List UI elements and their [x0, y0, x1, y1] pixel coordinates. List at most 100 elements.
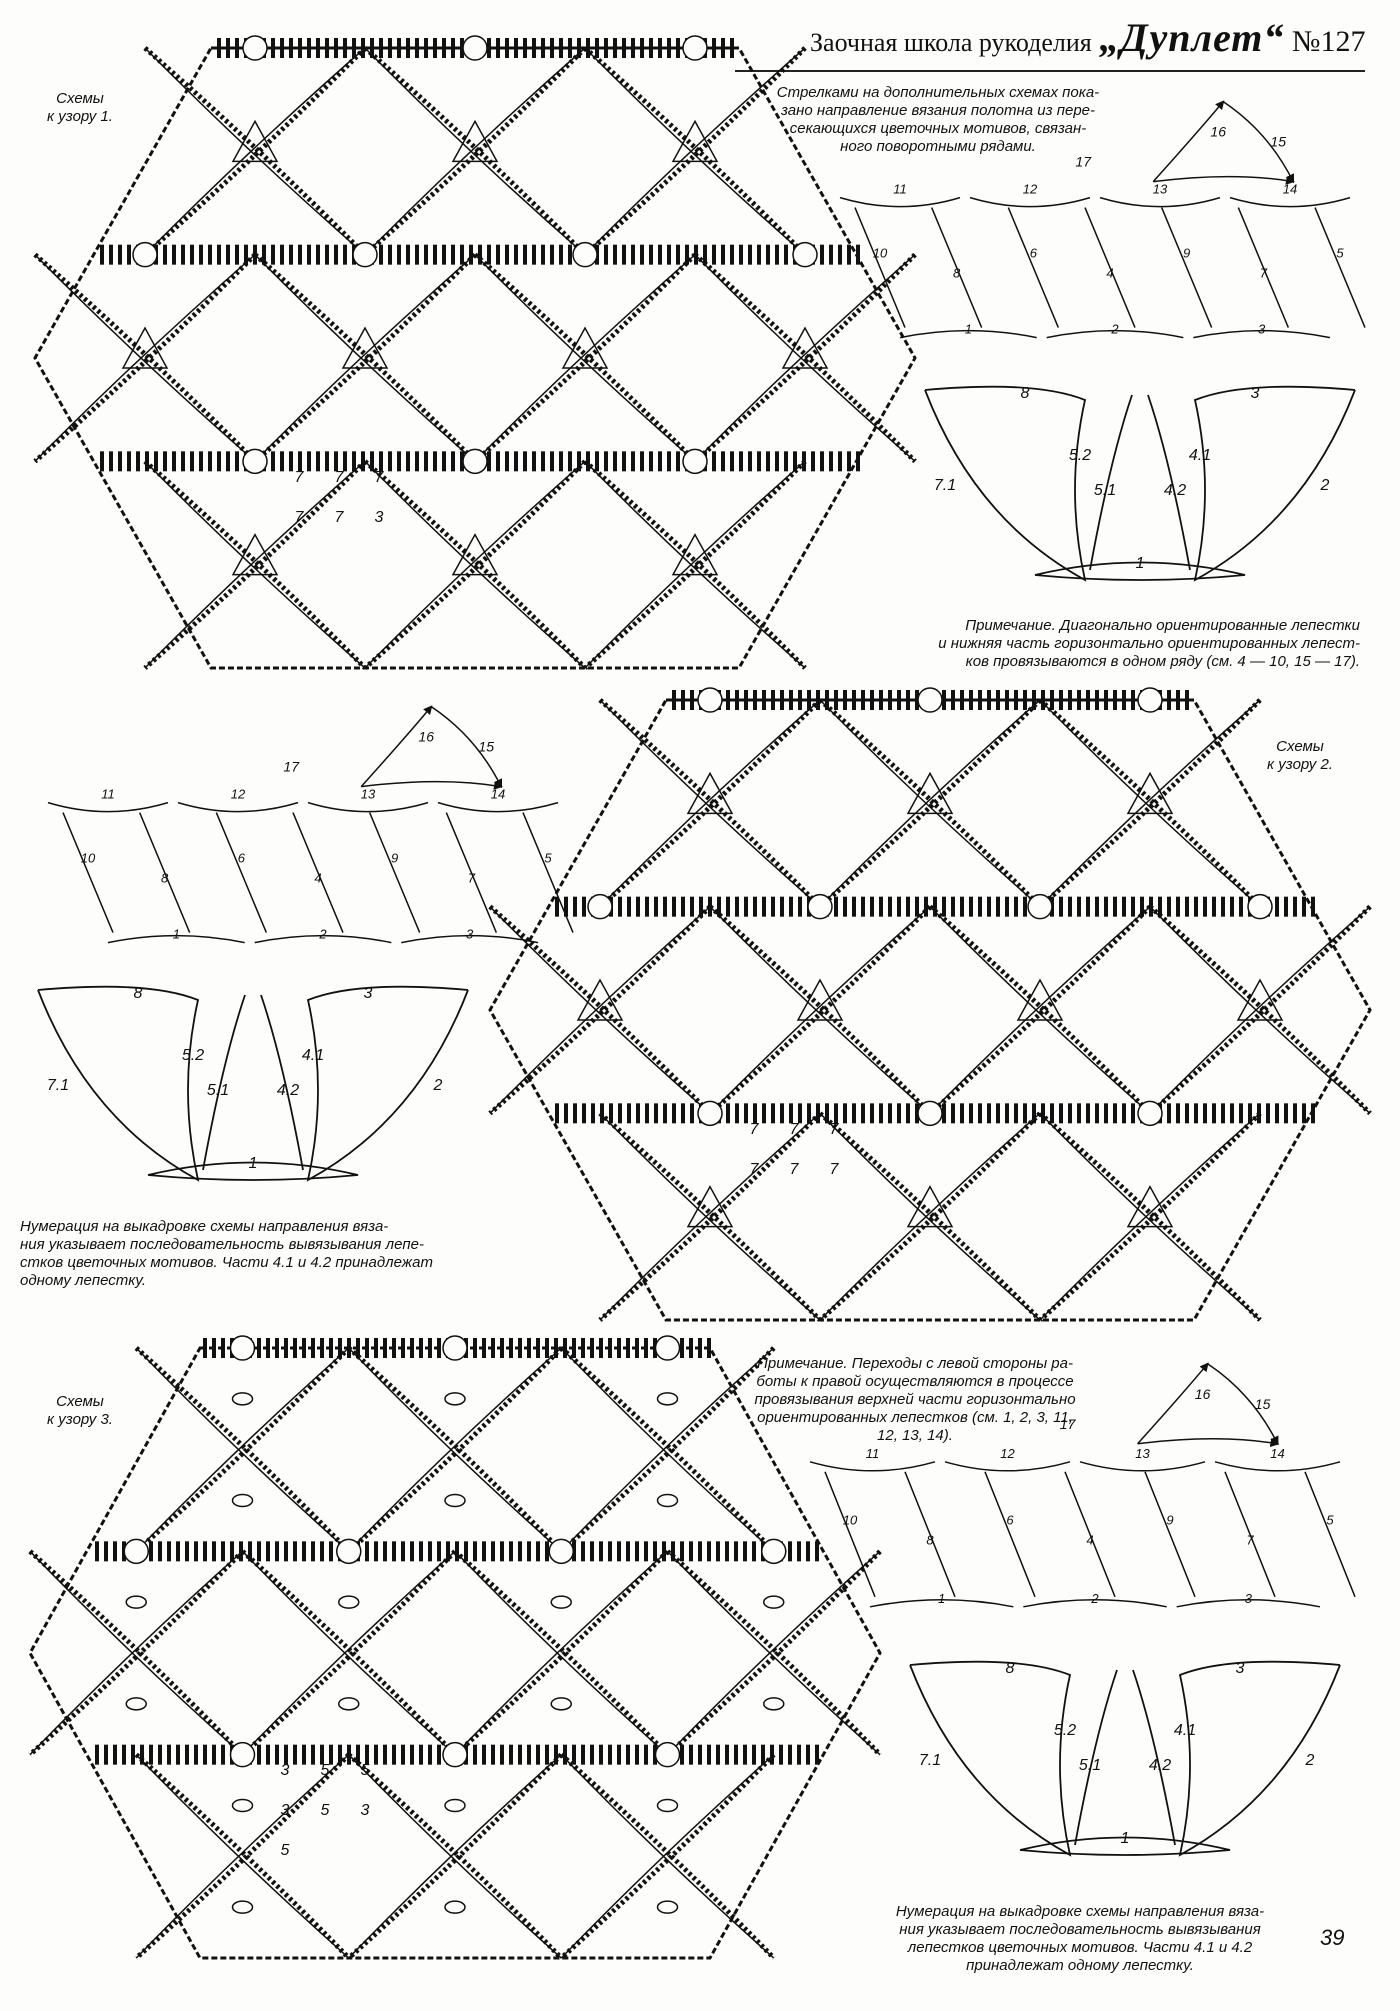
stitch-mark	[356, 1744, 360, 1765]
stitch-mark	[635, 1338, 639, 1358]
stitch-mark	[1284, 896, 1288, 917]
stitch-mark	[595, 38, 599, 58]
petal-stitches	[708, 904, 932, 1116]
stitch-mark	[325, 451, 329, 472]
diagram-label: 7	[468, 871, 476, 886]
diagram-label: 6	[1030, 246, 1038, 261]
triangle-motif	[686, 771, 734, 815]
stitch-mark	[604, 38, 608, 58]
stitch-mark	[307, 38, 311, 58]
stitch-mark	[509, 1744, 513, 1765]
leaf-motif	[444, 1900, 466, 1914]
petal-outline	[694, 254, 916, 462]
stitch-mark	[676, 38, 680, 58]
stitch-mark	[645, 896, 649, 917]
stitch-mark	[1284, 1103, 1288, 1124]
chart-number-label: 7	[335, 469, 345, 486]
stitch-mark	[545, 1541, 549, 1562]
petal-outline	[819, 699, 1041, 908]
ring-center	[242, 448, 268, 475]
stitch-mark	[599, 1541, 603, 1562]
diagram-label: 7	[1260, 266, 1268, 281]
ring-center	[917, 1100, 943, 1127]
leaf-motif	[656, 1493, 679, 1508]
stitch-mark	[1122, 690, 1126, 710]
stitch-mark	[1023, 1103, 1027, 1124]
stitch-mark	[329, 1338, 333, 1358]
stitch-mark	[829, 451, 833, 472]
stitch-mark	[532, 38, 536, 58]
stitch-mark	[113, 1744, 117, 1765]
stitch-mark	[672, 896, 676, 917]
diagram-label: 12	[231, 787, 246, 802]
stitch-mark	[771, 896, 775, 917]
stitch-mark	[419, 1541, 423, 1562]
stitch-mark	[550, 244, 554, 265]
stitch-mark	[856, 451, 860, 472]
stitch-mark	[716, 1541, 720, 1562]
stitch-mark	[681, 690, 685, 710]
stitch-mark	[1293, 896, 1297, 917]
stitch-mark	[460, 451, 464, 472]
stitch-mark	[617, 1744, 621, 1765]
page-number: 39	[1320, 1925, 1345, 1950]
stitch-mark	[1302, 1103, 1306, 1124]
stitch-mark	[775, 244, 779, 265]
petal-stitches	[1148, 904, 1372, 1116]
ring-center	[1137, 687, 1163, 713]
petal-outline	[364, 47, 586, 256]
note-line: лепестков цветочных мотивов. Части 4.1 и…	[907, 1939, 1253, 1956]
stitch-mark	[1275, 896, 1279, 917]
stitch-mark	[325, 244, 329, 265]
stitch-mark	[451, 451, 455, 472]
scheme2-caption-line2: к узору 2.	[1267, 756, 1333, 773]
stitch-mark	[1014, 896, 1018, 917]
stitch-mark	[158, 1744, 162, 1765]
stitch-mark	[352, 38, 356, 58]
petal-outline	[254, 254, 476, 462]
stitch-mark	[433, 38, 437, 58]
stitch-mark	[437, 1541, 441, 1562]
stitch-mark	[825, 1103, 829, 1124]
triangle-motif	[1126, 1185, 1174, 1228]
stitch-mark	[663, 896, 667, 917]
stitch-mark	[654, 896, 658, 917]
note-line: ков провязываются в одном ряду (см. 4 — …	[965, 653, 1360, 670]
stitch-mark	[406, 244, 410, 265]
stitch-mark	[599, 1744, 603, 1765]
stitch-mark	[555, 896, 559, 917]
stitch-mark	[779, 1744, 783, 1765]
detail-bottom-petal	[147, 1161, 359, 1181]
stitch-mark	[266, 1541, 270, 1562]
stitch-mark	[1059, 690, 1063, 710]
stitch-mark	[780, 690, 784, 710]
petal-stitches	[583, 46, 807, 257]
stitch-mark	[514, 451, 518, 472]
petal-outline	[34, 254, 256, 462]
detail-triangle-right	[1193, 385, 1356, 582]
stitch-mark	[581, 1338, 585, 1358]
petal-stitches	[473, 252, 697, 464]
stitch-mark	[577, 451, 581, 472]
stitch-mark	[433, 451, 437, 472]
petal-outline	[489, 906, 711, 1114]
petal-stitches	[363, 46, 587, 257]
diagram-label: 8	[1006, 1660, 1015, 1677]
petal-stitches	[583, 459, 807, 670]
stitch-mark	[559, 244, 563, 265]
petal-arrow	[930, 207, 983, 328]
stitch-mark	[491, 1338, 495, 1358]
stitch-mark	[635, 1541, 639, 1562]
ring-center	[1247, 893, 1273, 920]
stitch-mark	[654, 1103, 658, 1124]
petal-outline	[599, 699, 821, 908]
stitch-mark	[834, 896, 838, 917]
petal-arrow	[824, 1471, 876, 1598]
ring-center	[548, 1538, 574, 1565]
stitch-mark	[771, 690, 775, 710]
chart-outline	[488, 698, 1372, 1322]
stitch-mark	[626, 1338, 630, 1358]
stitch-mark	[95, 1744, 99, 1765]
stitch-mark	[744, 896, 748, 917]
